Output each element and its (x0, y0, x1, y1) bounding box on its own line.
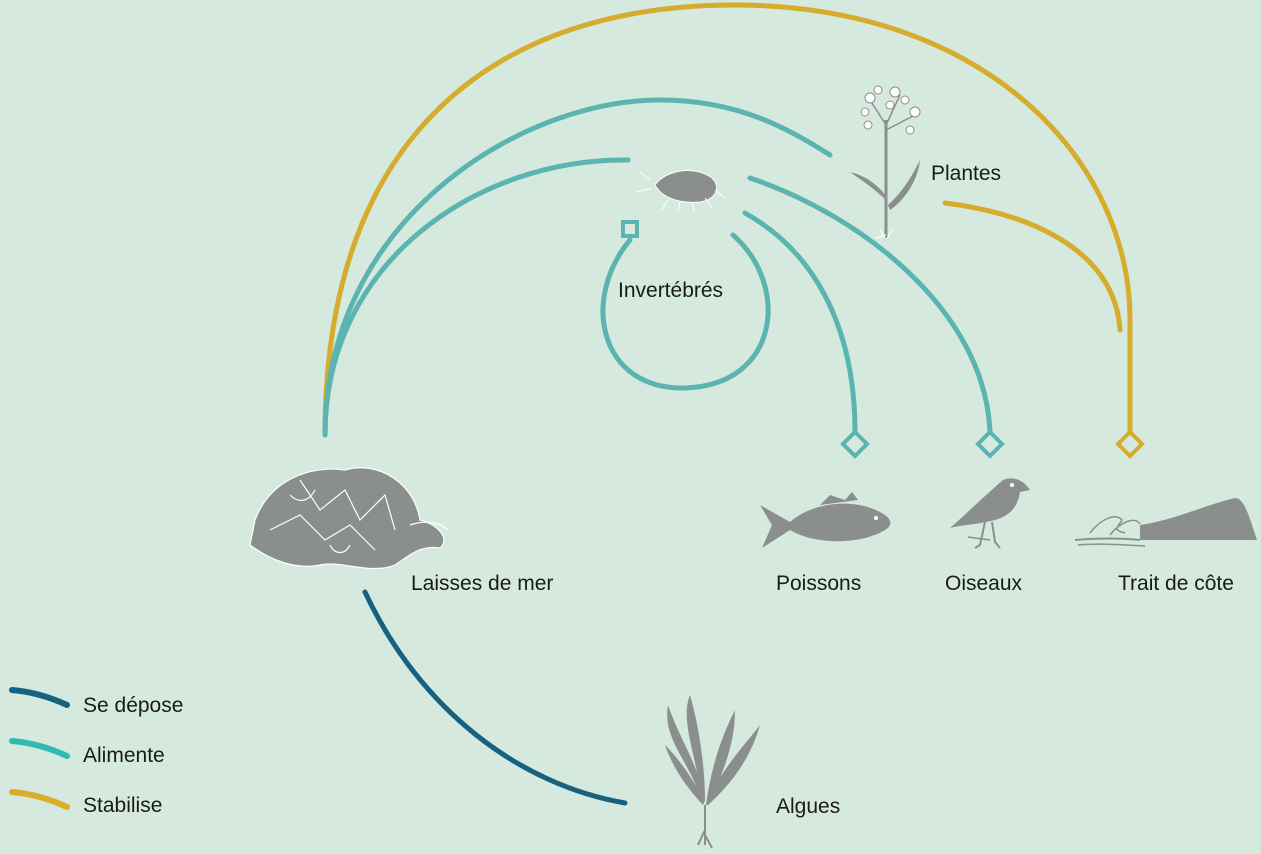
link-laisses-to-trait (322, 2, 1133, 438)
label-algues: Algues (776, 795, 841, 818)
link-plantes-to-trait (942, 200, 1123, 333)
arrowhead-poissons (840, 429, 870, 459)
label-oiseaux: Oiseaux (945, 572, 1023, 595)
label-plantes: Plantes (931, 162, 1002, 185)
label-trait-de-cote: Trait de côte (1118, 572, 1234, 595)
loop-invertebres-self (600, 232, 771, 391)
arrowhead-trait (1115, 429, 1145, 459)
label-poissons: Poissons (776, 572, 862, 595)
amphipod-icon (635, 170, 726, 213)
legend-label-stabilise: Stabilise (83, 794, 163, 817)
legend-swatch-se-depose (9, 687, 70, 708)
seaweed-wrack-icon (249, 467, 449, 570)
link-laisses-to-invertebres (322, 157, 631, 438)
arrowhead-oiseaux (975, 429, 1005, 459)
legend-label-alimente: Alimente (83, 744, 165, 767)
link-invertebres-to-oiseaux (747, 175, 993, 435)
coastline-wave-icon (1074, 498, 1257, 547)
legend-swatch-alimente (9, 738, 70, 759)
plover-bird-icon (950, 478, 1030, 549)
link-algues-to-laisses (362, 589, 628, 806)
fish-icon (760, 492, 891, 548)
legend-swatch-stabilise (9, 789, 70, 810)
arrowhead-invertebres (621, 220, 639, 238)
link-laisses-to-plantes (322, 97, 833, 438)
label-laisses-de-mer: Laisses de mer (411, 572, 554, 595)
legend-label-se-depose: Se dépose (83, 694, 184, 717)
label-invertebres: Invertébrés (618, 279, 724, 302)
link-invertebres-to-poissons (742, 210, 858, 435)
kelp-icon (665, 695, 760, 849)
flowering-plant-icon (850, 85, 921, 241)
